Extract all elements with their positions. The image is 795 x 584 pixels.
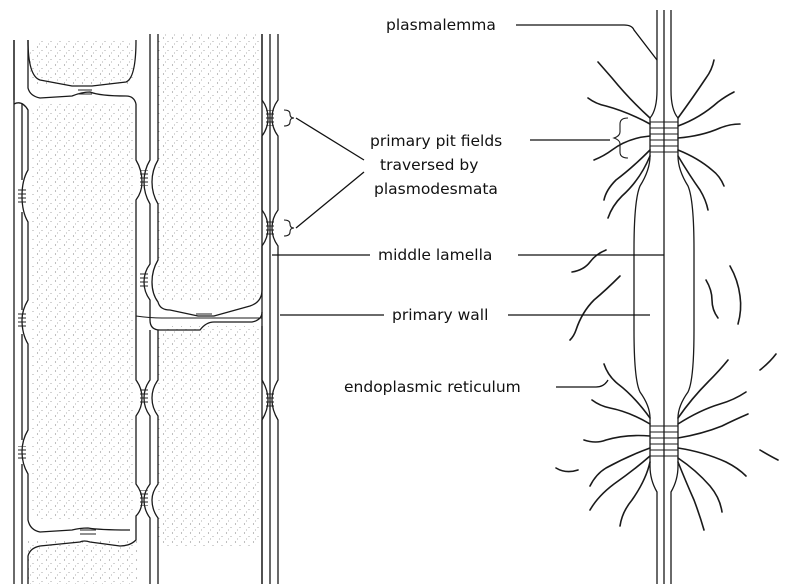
middle-lamella-label: middle lamella	[378, 246, 492, 264]
plasmalemma-label: plasmalemma	[386, 16, 496, 34]
label-middle-lamella: middle lamella	[272, 246, 664, 264]
pit-fields-label-line-2: traversed by	[380, 156, 478, 174]
label-pit-fields: primary pit fields traversed by plasmode…	[296, 118, 610, 228]
plasmalemma-right	[671, 10, 694, 584]
label-plasmalemma: plasmalemma	[386, 16, 657, 60]
label-er: endoplasmic reticulum	[344, 378, 608, 396]
pit-fields-label-line-3: plasmodesmata	[374, 180, 498, 198]
plasmalemma-left	[634, 10, 657, 584]
cell-tissue-illustration	[14, 34, 294, 584]
pit-field-brace-right	[614, 118, 628, 158]
label-primary-wall: primary wall	[280, 306, 650, 324]
primary-wall-label: primary wall	[392, 306, 488, 324]
pit-fields-label-line-1: primary pit fields	[370, 132, 502, 150]
pit-field-braces	[284, 110, 294, 236]
endoplasmic-reticulum-label: endoplasmic reticulum	[344, 378, 521, 396]
er-strands-middle	[570, 250, 741, 340]
wall-detail-illustration	[556, 10, 778, 584]
er-strands-lower	[556, 354, 778, 530]
